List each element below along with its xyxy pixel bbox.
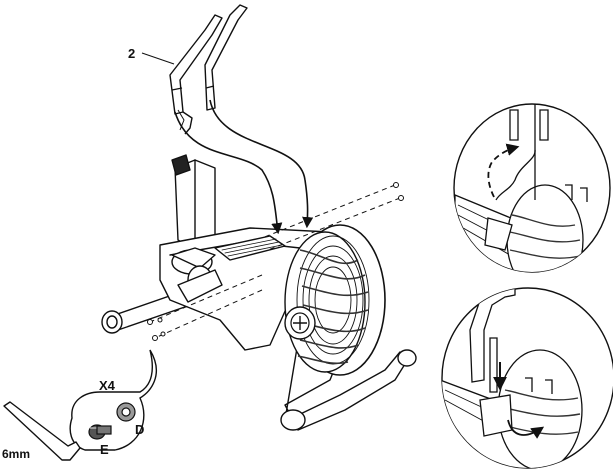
part-e-label: E — [100, 442, 109, 457]
washer-icon — [117, 403, 135, 421]
detail-inset-top — [454, 95, 610, 295]
quantity-label: X4 — [99, 378, 116, 393]
handlebar-part-2 — [170, 5, 247, 134]
detail-inset-bottom — [440, 285, 613, 470]
callout-leader-2 — [142, 53, 174, 64]
wrench-size-label: 6mm — [2, 447, 30, 461]
part-d-label: D — [135, 422, 144, 437]
fan-wheel — [285, 225, 385, 375]
callout-label-2: 2 — [128, 46, 135, 61]
